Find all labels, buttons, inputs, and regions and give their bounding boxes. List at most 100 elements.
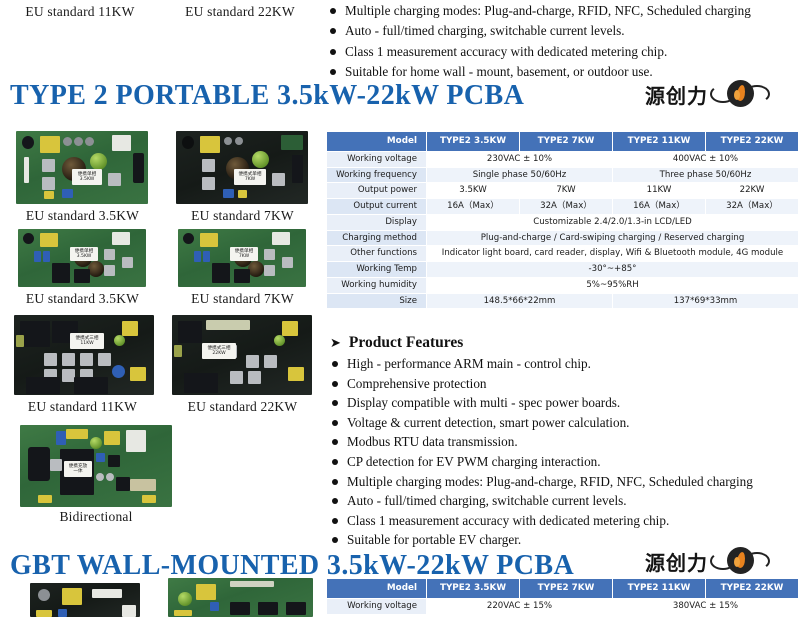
feature-text: Display compatible with multi - spec pow… xyxy=(347,395,621,411)
table-row: Display Customizable 2.4/2.0/1.3-in LCD/… xyxy=(326,213,799,231)
feature-item: Modbus RTU data transmission. xyxy=(332,433,798,450)
logo-emblem-icon xyxy=(710,79,770,109)
board-caption: EU standard 3.5KW xyxy=(25,208,140,223)
table-header-cell: Model xyxy=(326,131,427,152)
pcb-chip-label-kw: 22KW xyxy=(212,351,226,356)
row-cell: Single phase 50/60Hz xyxy=(426,166,613,184)
row-cell: 16A（Max） xyxy=(426,198,520,215)
pcb-chip-label-cn: 便携单相 xyxy=(234,248,254,254)
pcb-chip-label-cn: 便携式三相 xyxy=(75,335,99,341)
row-label: Working frequency xyxy=(326,166,427,184)
bullet-dot-icon xyxy=(332,537,338,544)
row-cell: 400VAC ± 10% xyxy=(612,150,799,168)
row-cell: -30°~+85° xyxy=(426,261,799,278)
table-row: Working voltage 220VAC ± 15% 380VAC ± 15… xyxy=(326,597,799,615)
arrow-right-icon: ➤ xyxy=(330,335,341,351)
bullet-dot-icon xyxy=(332,459,338,466)
table-header-cell: Model xyxy=(326,578,427,599)
table-header-cell: TYPE2 11KW xyxy=(612,131,706,152)
row-cell: 16A（Max） xyxy=(612,198,706,215)
pcb-image: 便携式单相 7KW xyxy=(176,131,308,204)
table-row: Charging method Plug-and-charge / Card-s… xyxy=(326,229,799,247)
row-cell: Indicator light board, card reader, disp… xyxy=(426,245,799,263)
row-cell: 22KW xyxy=(705,182,799,200)
row-cell: Customizable 2.4/2.0/1.3-in LCD/LED xyxy=(426,213,799,231)
bullet-text: Multiple charging modes: Plug-and-charge… xyxy=(345,3,751,18)
row-label: Working humidity xyxy=(326,276,427,294)
board-caption: EU standard 7KW xyxy=(191,291,294,306)
row-cell: 220VAC ± 15% xyxy=(426,597,613,615)
bullet-item: Suitable for home wall - mount, basement… xyxy=(330,63,798,80)
feature-item: Suitable for portable EV charger. xyxy=(332,531,798,548)
feature-item: Auto - full/timed charging, switchable c… xyxy=(332,492,798,509)
spec-table-type2: Model TYPE2 3.5KW TYPE2 7KW TYPE2 11KW T… xyxy=(326,131,799,310)
row-cell: 230VAC ± 10% xyxy=(426,150,613,168)
row-cell: 7KW xyxy=(519,182,613,200)
bullet-text: Auto - full/timed charging, switchable c… xyxy=(345,23,625,39)
row-cell: 11KW xyxy=(612,182,706,200)
pcb-chip-label-kw: 3.5KW xyxy=(79,177,95,182)
table-row: Working frequency Single phase 50/60Hz T… xyxy=(326,166,799,184)
row-cell: 137*69*33mm xyxy=(612,292,799,310)
feature-item: Voltage & current detection, smart power… xyxy=(332,414,798,431)
pcb-chip-label-cn: 便携单相 xyxy=(77,171,97,177)
table-header-cell: TYPE2 3.5KW xyxy=(426,578,520,599)
pcb-image: 便携单相 3.5KW xyxy=(16,131,148,204)
pcb-image: 便携单相 7KW xyxy=(178,229,306,287)
feature-text: Comprehensive protection xyxy=(347,375,487,391)
board-caption: EU standard 11KW xyxy=(25,4,135,19)
pcb-chip-label-kw: 11KW xyxy=(80,341,94,346)
pcb-image: 便携充放 一体 xyxy=(20,425,172,507)
bullet-dot-icon xyxy=(332,400,338,407)
row-label: Working Temp xyxy=(326,261,427,278)
feature-item: High - performance ARM main - control ch… xyxy=(332,355,798,372)
row-cell: 5%~95%RH xyxy=(426,276,799,294)
bullet-dot-icon xyxy=(330,8,336,14)
pcb-chip-label: 便携充放 一体 xyxy=(64,461,92,477)
row-cell: 380VAC ± 15% xyxy=(612,597,799,615)
table-header-cell: TYPE2 22KW xyxy=(705,578,799,599)
pcb-chip-label-cn: 便携充放 xyxy=(68,463,88,469)
feature-text: CP detection for EV PWM charging interac… xyxy=(347,454,601,470)
board-caption: EU standard 11KW xyxy=(27,399,138,414)
bullet-text: Suitable for home wall - mount, basement… xyxy=(345,64,653,80)
row-label: Charging method xyxy=(326,229,427,247)
bullet-dot-icon xyxy=(332,498,338,505)
pcb-chip-label-cn: 便携单相 xyxy=(74,248,94,254)
bullet-dot-icon xyxy=(332,361,338,367)
table-row: Working voltage 230VAC ± 10% 400VAC ± 10… xyxy=(326,150,799,168)
pcb-image xyxy=(30,583,140,617)
bullet-dot-icon xyxy=(332,478,338,485)
table-row: Output current 16A（Max） 32A（Max） 16A（Max… xyxy=(326,198,799,215)
feature-item: CP detection for EV PWM charging interac… xyxy=(332,453,798,470)
feature-text: Multiple charging modes: Plug-and-charge… xyxy=(347,473,753,489)
row-label: Output power xyxy=(326,182,427,200)
table-row: Output power 3.5KW 7KW 11KW 22KW xyxy=(326,182,799,200)
board-caption: EU standard 3.5KW xyxy=(25,291,140,306)
pcb-chip-label-cn: 便携式三相 xyxy=(207,345,231,351)
table-header-cell: TYPE2 11KW xyxy=(612,578,706,599)
top-fragment-captions: EU standard 11KW EU standard 22KW xyxy=(0,4,320,20)
feature-text: Class 1 measurement accuracy with dedica… xyxy=(347,512,670,528)
section-title-type2: TYPE 2 PORTABLE 3.5kW-22kW PCBA xyxy=(10,80,525,111)
pcb-chip-label-cn: 便携式单相 xyxy=(238,171,262,177)
row-cell: 148.5*66*22mm xyxy=(426,292,613,310)
table-header-row: Model TYPE2 3.5KW TYPE2 7KW TYPE2 11KW T… xyxy=(326,578,799,599)
logo-text: 源创力 xyxy=(645,550,708,575)
board-caption: EU standard 22KW xyxy=(185,4,295,19)
feature-text: Auto - full/timed charging, switchable c… xyxy=(347,493,627,509)
table-header-cell: TYPE2 7KW xyxy=(519,578,613,599)
table-header-cell: TYPE2 3.5KW xyxy=(426,131,520,152)
product-features-block: ➤ Product Features High - performance AR… xyxy=(330,334,798,549)
feature-text: High - performance ARM main - control ch… xyxy=(347,356,591,371)
row-label: Output current xyxy=(326,198,427,215)
pcb-chip-label-kw: 一体 xyxy=(73,469,83,474)
pcb-chip-label-kw: 7KW xyxy=(238,254,250,259)
bullet-dot-icon xyxy=(332,439,338,446)
table-row: Working Temp -30°~+85° xyxy=(326,261,799,278)
table-header-cell: TYPE2 7KW xyxy=(519,131,613,152)
bullet-dot-icon xyxy=(332,419,338,426)
feature-text: Suitable for portable EV charger. xyxy=(347,532,522,548)
table-header-cell: TYPE2 22KW xyxy=(705,131,799,152)
bullet-item: Class 1 measurement accuracy with dedica… xyxy=(330,43,798,60)
